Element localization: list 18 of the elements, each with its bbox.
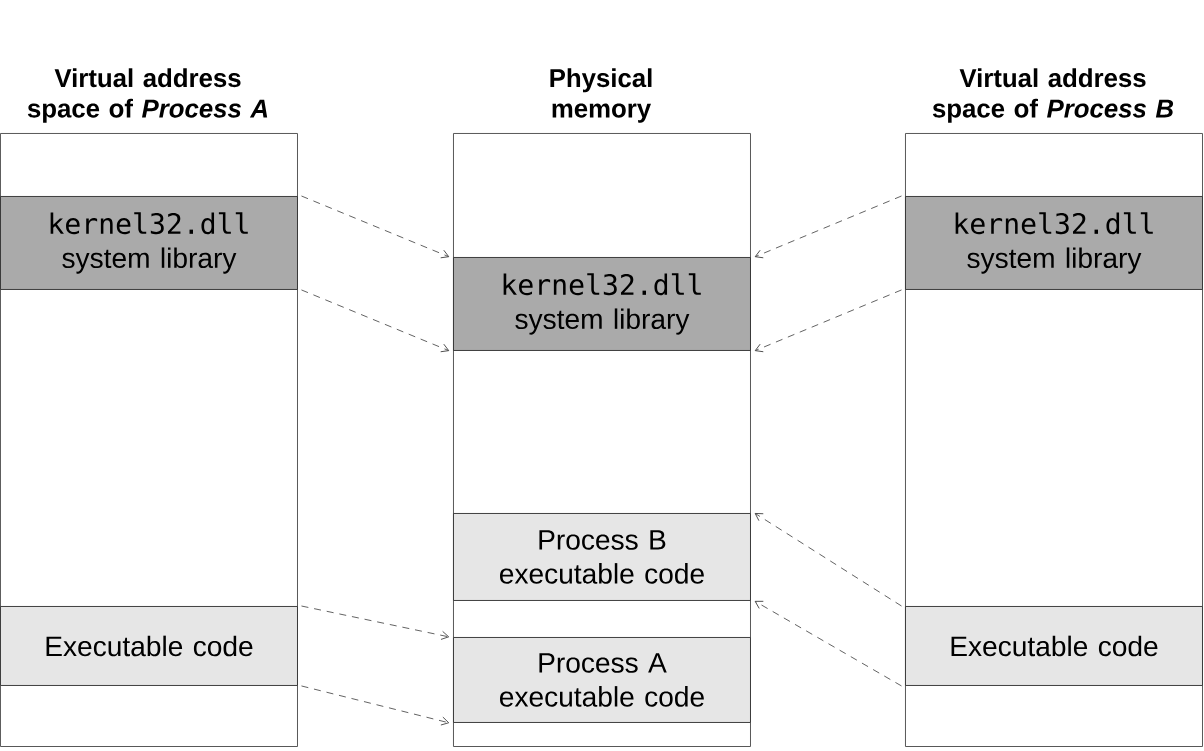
dashed-arrow [301,605,450,640]
library-block: kernel32.dll system library [453,257,751,351]
code-block: Process B executable code [453,513,751,601]
code-block: Process A executable code [453,637,751,723]
column-heading: Virtual address space of Process B [932,68,1174,123]
dashed-arrow [754,600,902,687]
column-heading: Virtual address space of Process A [27,68,268,123]
library-block: kernel32.dll system library [0,196,298,290]
dashed-arrow [301,685,450,726]
dashed-arrow [301,289,450,353]
dashed-arrow [754,513,902,607]
dashed-arrow [754,195,902,259]
code-block: Executable code [0,606,298,686]
dashed-arrow [301,195,450,259]
column-heading: Physical memory [550,68,652,123]
dashed-arrow [754,289,902,353]
code-block: Executable code [905,606,1203,686]
library-block: kernel32.dll system library [905,196,1203,290]
